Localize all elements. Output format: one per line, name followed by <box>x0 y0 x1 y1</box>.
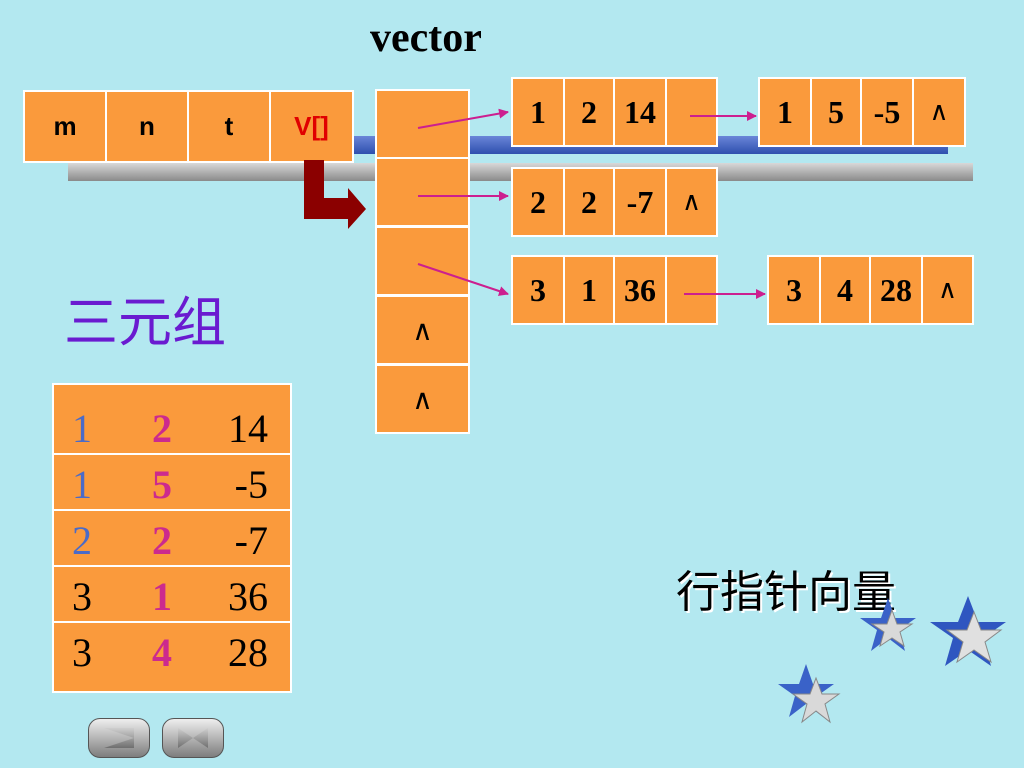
node-row2b-j: 4 <box>819 255 871 325</box>
node-row1a-j: 2 <box>563 167 615 237</box>
table-row: 1 2 14 <box>54 399 290 455</box>
node-row2a-i: 3 <box>511 255 565 325</box>
triple-v: 14 <box>228 406 268 451</box>
triple-label: 三元组 <box>64 291 226 354</box>
node-row1a-v: -7 <box>613 167 667 237</box>
vector-cell-2 <box>375 226 470 296</box>
node-row1a-i: 2 <box>511 167 565 237</box>
header-cell-n: n <box>105 90 189 163</box>
table-row: 1 5 -5 <box>54 455 290 511</box>
arrow-vec2-to-node <box>417 263 509 296</box>
vector-title: vector <box>370 15 482 61</box>
star-icon <box>930 596 1006 666</box>
triple-i: 1 <box>72 462 92 507</box>
node-row2b-next: ∧ <box>921 255 974 325</box>
triple-j: 1 <box>152 574 172 619</box>
table-row: 2 2 -7 <box>54 511 290 567</box>
triple-table: 1 2 14 1 5 -5 2 2 -7 3 1 36 3 4 28 <box>52 383 292 693</box>
node-row0b-i: 1 <box>758 77 812 147</box>
node-row2a-next <box>665 255 718 325</box>
node-row1a-next: ∧ <box>665 167 718 237</box>
arrow-vec0-to-node <box>417 108 509 129</box>
row-vector-label: 行指针向量 <box>676 567 896 618</box>
triple-i: 3 <box>72 630 92 675</box>
triple-v: 28 <box>228 630 268 675</box>
triple-j: 2 <box>152 518 172 563</box>
triple-j: 5 <box>152 462 172 507</box>
triple-i: 1 <box>72 406 92 451</box>
table-row: 3 4 28 <box>54 623 290 679</box>
node-row0b-next: ∧ <box>912 77 966 147</box>
node-row0a-next <box>665 77 718 147</box>
prev-slide-icon <box>104 728 134 748</box>
node-row2b-v: 28 <box>869 255 923 325</box>
node-row2a-v: 36 <box>613 255 667 325</box>
next-slide-icon <box>178 728 208 748</box>
triple-i: 2 <box>72 518 92 563</box>
node-row2b-i: 3 <box>767 255 821 325</box>
node-row0b-v: -5 <box>860 77 914 147</box>
table-row: 3 1 36 <box>54 567 290 623</box>
next-slide-button[interactable] <box>162 718 224 758</box>
node-row2a-j: 1 <box>563 255 615 325</box>
prev-slide-button[interactable] <box>88 718 150 758</box>
header-cell-v: V[] <box>269 90 354 163</box>
node-row0b-j: 5 <box>810 77 862 147</box>
vector-cell-0 <box>375 89 470 159</box>
triple-j: 4 <box>152 630 172 675</box>
vector-cell-1 <box>375 157 470 227</box>
triple-v: -7 <box>234 518 268 563</box>
triple-j: 2 <box>152 406 172 451</box>
vector-cell-3: ∧ <box>375 295 470 365</box>
bent-arrow <box>304 160 366 229</box>
node-row0a-i: 1 <box>511 77 565 147</box>
vector-cell-4: ∧ <box>375 364 470 434</box>
triple-v: -5 <box>234 462 268 507</box>
node-row0a-v: 14 <box>613 77 667 147</box>
star-icon <box>860 598 916 651</box>
star-icon <box>778 664 841 724</box>
triple-i: 3 <box>72 574 92 619</box>
triple-v: 36 <box>228 574 268 619</box>
